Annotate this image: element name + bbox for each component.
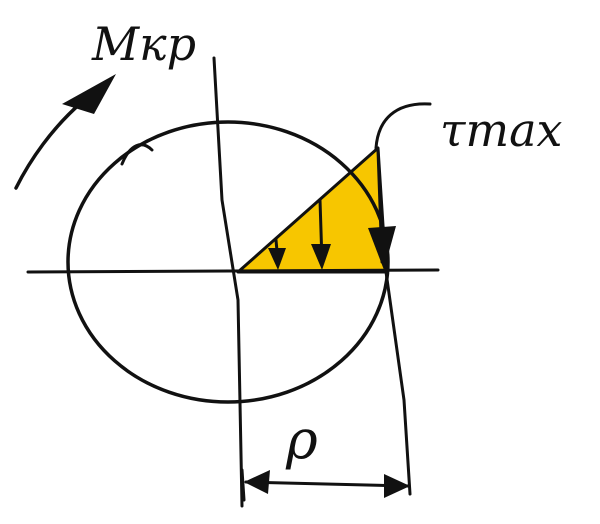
tau-max-leader-line	[374, 102, 432, 150]
stress-triangle	[236, 146, 388, 274]
rho-extension-right	[384, 270, 412, 496]
rho-extension-left	[240, 468, 246, 502]
stress-arrow-max	[368, 148, 396, 270]
torque-label: Мкр	[91, 17, 196, 71]
rho-label: ρ	[285, 408, 318, 471]
torque-hook-stroke	[120, 143, 154, 166]
torque-curved-arrow	[14, 100, 84, 190]
tau-max-label: τmax	[440, 103, 562, 157]
torque-arrowhead	[62, 74, 116, 114]
stress-arrow-medium	[311, 198, 331, 270]
cross-section-circle	[66, 120, 390, 404]
stress-arrow-small	[268, 238, 286, 270]
rho-dimension-line	[244, 470, 410, 498]
vertical-axis	[212, 56, 244, 508]
